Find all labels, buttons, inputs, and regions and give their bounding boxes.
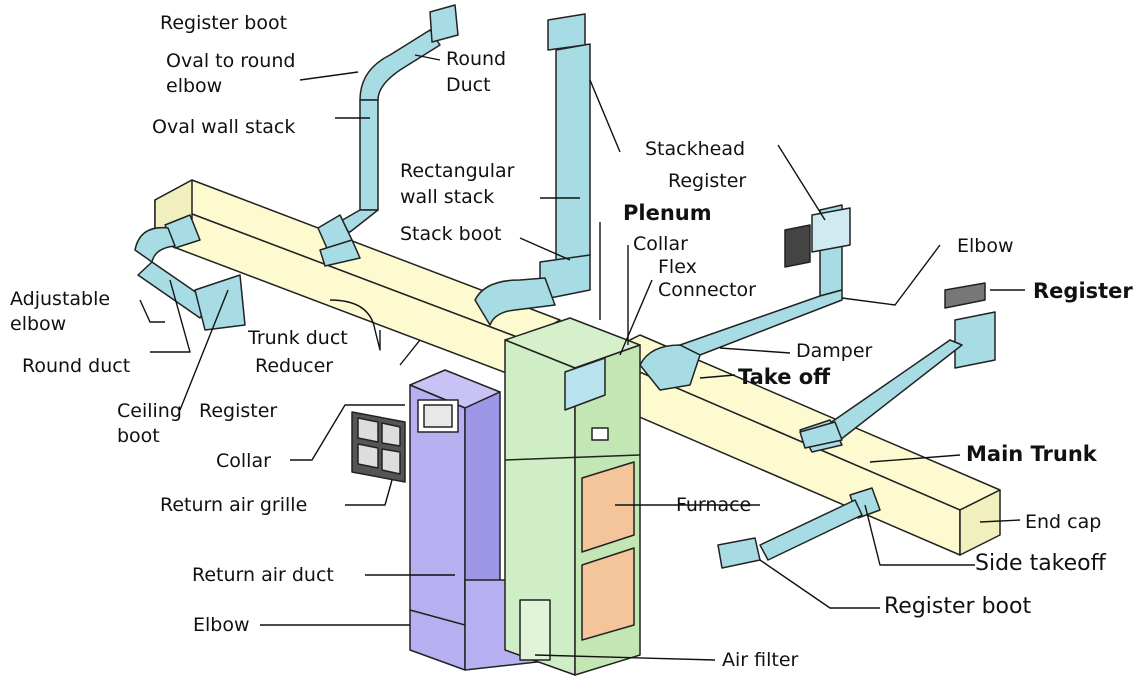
label-adjustable-elbow-line1: Adjustable: [10, 288, 111, 310]
furnace-cabinet: [504, 317, 641, 676]
label-flex-connector-line1: Flex: [658, 256, 697, 278]
left-trunk-duct: [154, 179, 561, 381]
rectangular-wall-stack: [474, 13, 591, 326]
label-collar-upper: Collar: [633, 233, 688, 255]
label-return-air-duct: Return air duct: [192, 564, 334, 586]
label-register-ceiling: Register: [199, 400, 278, 422]
label-flex-connector-line2: Connector: [658, 279, 756, 301]
label-register-right: Register: [1033, 279, 1133, 303]
label-round-duct-left: Round duct: [22, 355, 131, 377]
label-damper: Damper: [796, 340, 873, 362]
label-collar-lower: Collar: [216, 450, 271, 472]
return-air-grille: [351, 411, 406, 483]
leader-lines: [139, 54, 1025, 661]
label-elbow-bottom: Elbow: [193, 614, 250, 636]
label-register-upper: Register: [668, 170, 747, 192]
label-air-filter: Air filter: [722, 649, 799, 671]
label-elbow-right: Elbow: [957, 235, 1014, 257]
label-stack-boot: Stack boot: [400, 223, 502, 245]
oval-wall-stack: [317, 4, 459, 256]
left-round-duct: [134, 214, 246, 331]
label-register-boot-bottom: Register boot: [884, 594, 1032, 619]
label-plenum: Plenum: [623, 201, 712, 225]
label-oval-wall-stack: Oval wall stack: [152, 116, 296, 138]
label-reducer: Reducer: [255, 355, 334, 377]
label-register-boot-top: Register boot: [160, 12, 288, 34]
label-oval-to-round-elbow-line1: Oval to round: [166, 50, 296, 72]
label-ceiling-line2: boot: [117, 425, 160, 447]
label-main-trunk: Main Trunk: [966, 442, 1097, 466]
label-end-cap: End cap: [1025, 511, 1102, 533]
label-ceiling-line1: Ceiling: [117, 400, 182, 422]
take-off-boots: [319, 239, 843, 449]
label-trunk-duct: Trunk duct: [248, 327, 348, 349]
label-oval-to-round-elbow-line2: elbow: [166, 75, 223, 97]
label-return-air-grille: Return air grille: [160, 494, 308, 516]
label-furnace: Furnace: [676, 494, 752, 516]
label-rectangular-wall-stack-line1: Rectangular: [400, 160, 515, 182]
right-stack-duct: [639, 204, 851, 391]
label-stackhead: Stackhead: [645, 138, 746, 160]
label-side-takeoff: Side takeoff: [975, 551, 1106, 576]
label-adjustable-elbow-line2: elbow: [10, 313, 67, 335]
label-round-duct-top-line2: Duct: [446, 74, 491, 96]
label-round-duct-top-line1: Round: [446, 48, 507, 70]
side-takeoff-duct: [717, 487, 881, 569]
label-rectangular-wall-stack-line2: wall stack: [400, 186, 495, 208]
label-take-off: Take off: [738, 365, 831, 389]
